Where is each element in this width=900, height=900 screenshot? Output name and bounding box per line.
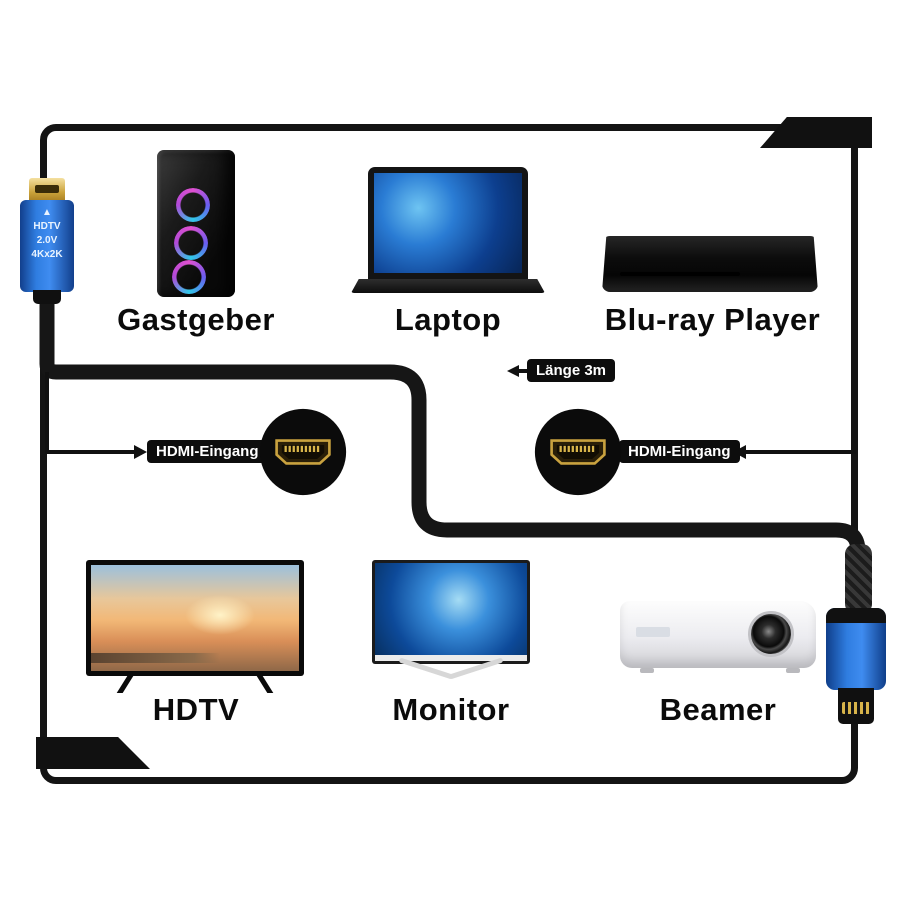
laptop-graphic (368, 167, 528, 279)
hdmi-plug-tip-gold (29, 178, 65, 202)
hdmi-plug-pins-gold (842, 702, 870, 714)
sunset-glow (184, 594, 255, 635)
pier-silhouette (91, 653, 220, 663)
cable-braid-section (845, 544, 872, 614)
bluray-disc-tray (620, 272, 740, 276)
beamer-foot-right (786, 668, 800, 673)
beamer-foot-left (640, 668, 654, 673)
beamer-graphic (620, 601, 816, 668)
rgb-fan-ring-icon (176, 188, 210, 222)
label-monitor: Monitor (392, 692, 510, 727)
hdtv-screen (91, 565, 299, 671)
monitor-screen (375, 563, 527, 655)
connector-text-line2: 2.0V (36, 235, 58, 246)
hdmi-plug-cap (826, 608, 886, 623)
connector-text-line1: HDTV (33, 221, 61, 232)
projector-lens-icon (748, 611, 794, 657)
monitor-chin (375, 655, 527, 661)
rgb-fan-ring-icon (174, 226, 208, 260)
rgb-fan-ring-icon (172, 260, 206, 294)
hdmi-plug-body-top: ▲ HDTV 2.0V 4Kx2K (20, 200, 74, 292)
label-beamer: Beamer (659, 692, 777, 727)
laptop-display (374, 173, 522, 273)
up-arrow-icon: ▲ (42, 207, 52, 218)
hdmi-input-badge-right: HDMI-Eingang (619, 440, 740, 463)
monitor-graphic (372, 560, 530, 664)
hdmi-plug-strain-relief (33, 290, 61, 304)
hdmi-plug-body-bottom (826, 608, 886, 690)
label-bluray-player: Blu-ray Player (604, 302, 821, 337)
projector-logo-plate (636, 627, 670, 637)
cable-length-badge: Länge 3m (527, 359, 616, 382)
hdmi-port-left-icon (259, 408, 347, 496)
bluray-player-graphic (602, 236, 818, 292)
laptop-keyboard-base (351, 279, 545, 293)
hdmi-plug-tip-bottom (838, 688, 874, 724)
corner-accent-top-right (760, 117, 872, 148)
label-laptop: Laptop (394, 302, 502, 337)
connector-text-line3: 4Kx2K (31, 249, 63, 260)
hdmi-port-right-icon (534, 408, 622, 496)
pc-tower-graphic (157, 150, 235, 297)
hdmi-input-badge-left: HDMI-Eingang (147, 440, 268, 463)
label-hdtv: HDTV (152, 692, 240, 727)
hdtv-graphic (86, 560, 304, 676)
label-gastgeber: Gastgeber (117, 302, 275, 337)
